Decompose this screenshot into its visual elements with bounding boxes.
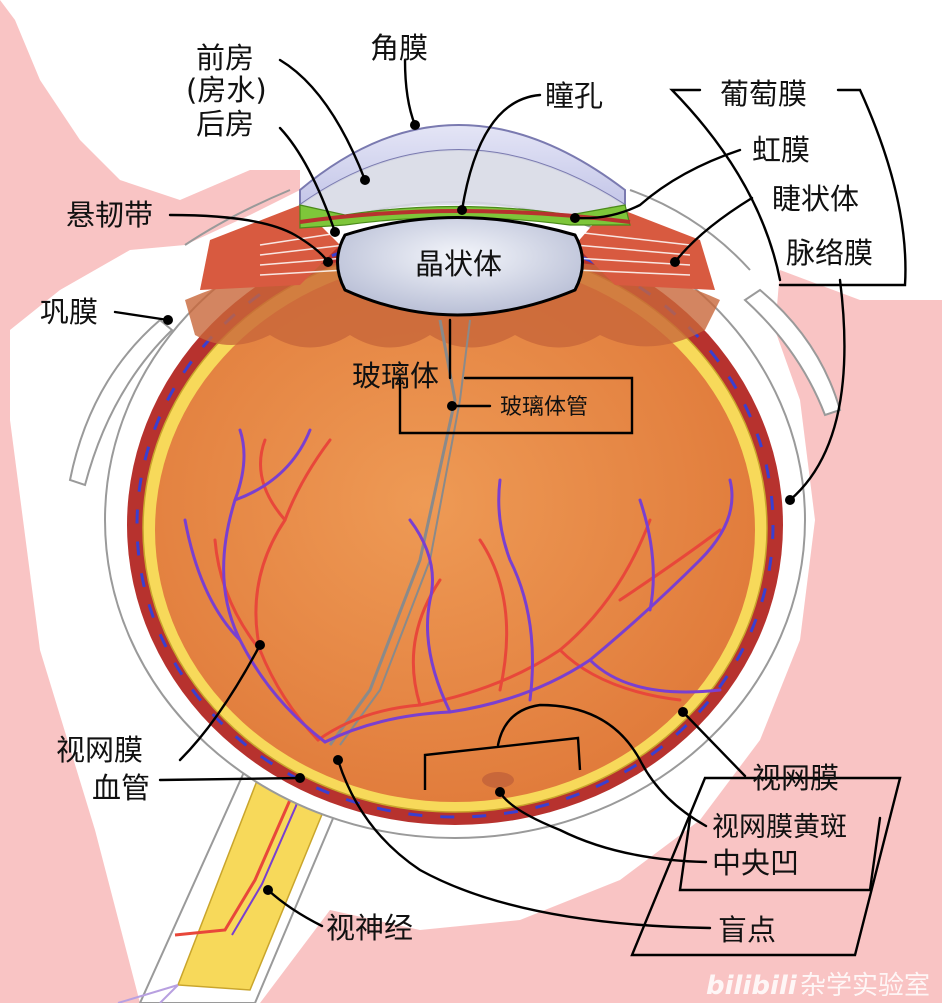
label-macula: 视网膜黄斑 [712,812,847,843]
leader-zonule [168,213,330,264]
leader-retina [681,710,747,778]
background-bottom-right [260,270,942,1003]
dot-iris [570,213,580,223]
ciliary-body-right [575,205,715,290]
label-fovea: 中央凹 [712,846,799,880]
label-cornea: 角膜 [370,31,428,65]
dot-sclera [163,315,173,325]
dot-choroid [785,495,795,505]
upper-sclera-edge-right [629,189,751,271]
label-optic-nerve: 视神经 [326,911,413,945]
dot-posterior-chamber [330,227,340,237]
label-retinal-vessels-2: 血管 [92,771,150,805]
retina-group-bracket [630,776,902,957]
dot-optic-nerve [263,885,273,895]
label-aqueous-humor: (房水) [186,73,267,107]
dot-fovea [495,787,505,797]
dot-cornea [410,120,420,130]
leader-cornea [403,58,417,127]
optic-guide-2 [159,984,179,1003]
label-anterior-chamber: 前房 [196,41,254,75]
dot-blind-spot [333,755,343,765]
outer-sheath-left [68,318,174,487]
leader-fovea [498,790,708,864]
macula-arrow [423,736,582,790]
retina-group-inner [678,816,882,892]
anterior-chamber [300,150,625,215]
background-left [0,0,300,1003]
label-posterior-chamber: 后房 [196,107,254,141]
label-choroid: 脉络膜 [786,236,873,270]
dot-anterior-chamber [360,175,370,185]
dot-pupil [457,205,467,215]
label-lens: 晶状体 [415,247,502,281]
leader-iris [573,148,742,220]
leader-posterior-chamber [278,126,337,234]
label-uvea: 葡萄膜 [720,77,807,111]
label-blind-spot: 盲点 [718,913,776,947]
retinal-veins [183,428,734,744]
optic-guide-1 [117,984,179,1003]
label-vitreous-body: 玻璃体 [352,359,439,393]
dot-retina [678,707,688,717]
dot-ciliary-body [670,257,680,267]
label-retinal-vessels-1: 视网膜 [56,733,143,767]
watermark: bilibili 杂学实验室 [706,971,930,1001]
dot-vessels-2 [295,773,305,783]
vitreous-body [155,258,755,802]
label-retina: 视网膜 [752,761,839,795]
choroid-dash [135,231,775,819]
label-zonule: 悬韧带 [66,198,153,232]
leader-choroid [788,278,846,502]
dot-retinal-vessels [255,640,265,650]
leader-anterior-chamber [278,58,367,182]
leader-blind-spot [336,758,712,930]
leader-macula [496,703,708,828]
leader-sclera [113,310,170,322]
outer-sheath-right [743,288,842,417]
label-iris: 虹膜 [752,133,810,167]
leader-vessels-2 [158,776,302,782]
upper-sclera-edge-left [184,189,291,246]
leader-ciliary-body [673,196,754,264]
dot-zonule [323,257,333,267]
label-sclera: 巩膜 [40,295,98,329]
label-ciliary-body: 睫状体 [772,182,859,216]
watermark-logo: bilibili [706,971,798,1001]
leader-retinal-vessels [178,643,262,762]
leader-vitreous [398,318,634,435]
uvea-bracket [669,88,907,287]
leader-pupil [460,93,542,212]
label-hyaloid-canal: 玻璃体管 [500,395,588,420]
retinal-arteries [213,438,722,742]
fovea-pit [482,772,514,788]
watermark-text: 杂学实验室 [800,971,930,1001]
label-pupil: 瞳孔 [545,79,603,113]
lens [336,216,584,317]
leader-optic-nerve [266,888,324,928]
